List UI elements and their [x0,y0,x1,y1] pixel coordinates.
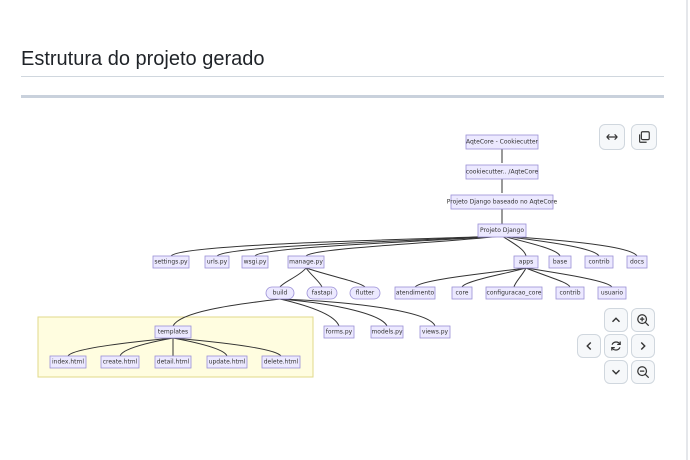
svg-text:apps: apps [519,259,533,266]
svg-text:settings.py: settings.py [154,259,188,266]
svg-text:usuario: usuario [601,290,624,297]
node-apps[interactable]: apps [513,255,539,269]
svg-text:templates: templates [158,329,188,336]
svg-text:atendimento: atendimento [396,290,435,297]
chevron-right-icon [640,342,646,350]
svg-text:delete.html: delete.html [264,359,299,366]
page-title: Estrutura do projeto gerado [21,48,265,70]
diagram-edges [67,149,638,357]
node-templates[interactable]: templates [154,325,192,339]
node-cookiecutter[interactable]: cookiecutter.. /AqteCore [465,164,539,180]
pan-down-button[interactable] [604,360,628,384]
node-docs[interactable]: docs [626,255,648,269]
svg-text:create.html: create.html [103,359,138,366]
chevron-up-icon [612,317,620,323]
node-views[interactable]: views.py [419,325,451,339]
node-settings[interactable]: settings.py [152,255,190,269]
pan-right-button[interactable] [631,334,655,358]
node-forms[interactable]: forms.py [323,325,355,339]
node-flutter[interactable]: flutter [349,286,381,300]
node-core[interactable]: core [451,286,473,300]
horizontal-arrows-icon [606,133,618,141]
reset-view-button[interactable] [604,334,628,358]
node-urls[interactable]: urls.py [204,255,230,269]
chevron-left-icon [586,342,592,350]
node-detail-html[interactable]: detail.html [154,355,192,369]
node-contrib-top[interactable]: contrib [584,255,614,269]
svg-text:flutter: flutter [356,290,375,297]
scrollbar-edge [686,0,688,460]
fit-width-button[interactable] [599,124,625,150]
svg-text:core: core [456,290,469,297]
zoom-in-icon [637,314,650,327]
node-create-html[interactable]: create.html [100,355,140,369]
node-wsgi[interactable]: wsgi.py [241,255,269,269]
svg-text:wsgi.py: wsgi.py [244,259,267,266]
svg-text:forms.py: forms.py [326,329,353,336]
svg-text:models.py: models.py [371,329,403,336]
node-projeto-django[interactable]: Projeto Django [477,223,527,238]
node-root[interactable]: AqteCore - Cookiecutter [465,134,539,150]
pan-left-button[interactable] [577,334,601,358]
svg-text:index.html: index.html [52,359,84,366]
svg-text:contrib: contrib [588,259,609,266]
title-divider [21,76,664,77]
copy-icon [639,131,650,143]
node-configuracao-core[interactable]: configuracao_core [485,286,543,300]
svg-text:configuracao_core: configuracao_core [487,290,542,297]
svg-text:Projeto Django baseado no Aqte: Projeto Django baseado no AqteCore [447,199,558,206]
node-base[interactable]: base [548,255,572,269]
svg-text:manage.py: manage.py [289,259,323,266]
pan-up-button[interactable] [604,308,628,332]
chevron-down-icon [612,369,620,375]
copy-button[interactable] [631,124,657,150]
svg-text:contrib: contrib [559,290,580,297]
svg-text:build: build [273,290,288,297]
node-fastapi[interactable]: fastapi [306,286,338,300]
svg-text:fastapi: fastapi [312,290,333,297]
node-manage[interactable]: manage.py [287,255,325,269]
node-contrib-apps[interactable]: contrib [555,286,585,300]
svg-text:urls.py: urls.py [207,259,228,266]
zoom-out-icon [637,366,650,379]
svg-text:cookiecutter.. /AqteCore: cookiecutter.. /AqteCore [466,169,539,176]
node-index-html[interactable]: index.html [49,355,87,369]
svg-text:detail.html: detail.html [157,359,190,366]
svg-text:docs: docs [630,259,644,266]
node-usuario[interactable]: usuario [597,286,627,300]
node-build[interactable]: build [265,286,295,300]
node-delete-html[interactable]: delete.html [261,355,301,369]
zoom-out-button[interactable] [631,360,655,384]
svg-text:views.py: views.py [422,329,449,336]
svg-text:AqteCore - Cookiecutter: AqteCore - Cookiecutter [466,139,539,146]
node-projeto-base[interactable]: Projeto Django baseado no AqteCore [447,194,558,210]
node-update-html[interactable]: update.html [206,355,248,369]
zoom-in-button[interactable] [631,308,655,332]
svg-text:Projeto Django: Projeto Django [480,227,524,234]
node-atendimento[interactable]: atendimento [394,286,436,300]
node-models[interactable]: models.py [370,325,404,339]
reset-icon [611,341,621,351]
svg-text:base: base [553,259,568,266]
diagram-frame-top [21,95,664,98]
svg-text:update.html: update.html [209,359,246,366]
